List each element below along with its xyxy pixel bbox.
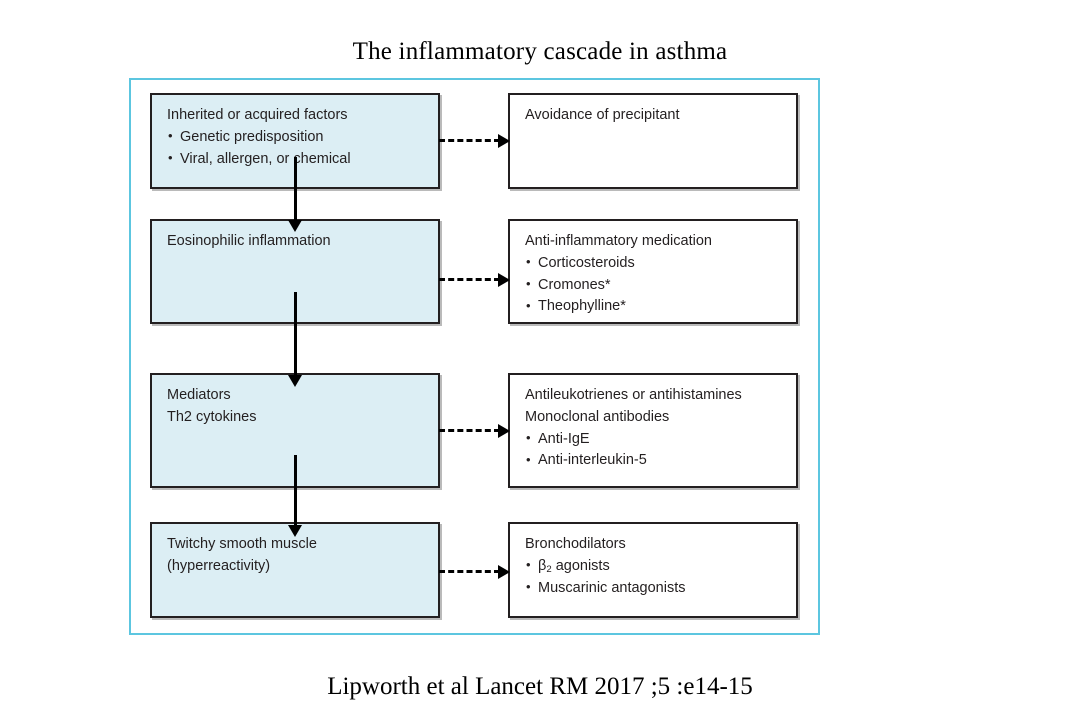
cascade-box-2-heading: Eosinophilic inflammation [167,233,331,249]
treatment-box-bronchodilators[interactable]: Bronchodilators β2 agonists Muscarinic a… [508,522,798,618]
treatment-link-arrow-4 [439,565,510,579]
treatment-box-4-list: β2 agonists Muscarinic antagonists [525,555,783,600]
arrow-shaft [294,157,297,221]
beta-agonists-text: agonists [551,557,610,574]
dashed-shaft [439,139,500,142]
arrow-head-icon [498,565,510,579]
treatment-box-3-list: Anti-IgE Anti-interleukin-5 [525,428,783,473]
treatment-box-1-heading: Avoidance of precipitant [525,107,680,123]
arrow-head-icon [498,134,510,148]
source-citation: Lipworth et al Lancet RM 2017 ;5 :e14-15 [327,673,753,700]
cascade-box-1-heading: Inherited or acquired factors [167,107,348,123]
list-item: Anti-IgE [525,428,783,451]
figure-frame: Inherited or acquired factors Genetic pr… [129,78,820,635]
beta-subscript: 2 [546,564,552,576]
cascade-box-1-list: Genetic predisposition Viral, allergen, … [167,126,425,171]
list-item-beta-agonists: β2 agonists [525,555,783,578]
treatment-link-arrow-1 [439,134,510,148]
list-item: Cromones* [525,274,783,297]
treatment-link-arrow-3 [439,424,510,438]
treatment-box-3-subheading: Monoclonal antibodies [525,408,670,425]
treatment-box-2-list: Corticosteroids Cromones* Theophylline* [525,252,783,318]
cascade-box-4-heading: Twitchy smooth muscle [167,536,317,552]
dashed-shaft [439,570,500,573]
arrow-shaft [294,455,297,526]
treatment-box-anti-inflammatory[interactable]: Anti-inflammatory medication Corticoster… [508,219,798,324]
treatment-box-2-heading: Anti-inflammatory medication [525,233,712,249]
dashed-shaft [439,429,500,432]
flow-arrow-down-1 [286,157,306,232]
list-item: Genetic predisposition [167,126,425,149]
arrow-head-icon [498,273,510,287]
treatment-box-4-heading: Bronchodilators [525,536,626,552]
arrow-head-icon [288,220,302,232]
list-item: Viral, allergen, or chemical [167,148,425,171]
flow-arrow-down-3 [286,455,306,537]
treatment-box-3-heading: Antileukotrienes or antihistamines [525,387,742,403]
cascade-box-3-subheading: Th2 cytokines [167,408,257,425]
arrow-shaft [294,292,297,376]
treatment-link-arrow-2 [439,273,510,287]
treatment-box-avoidance[interactable]: Avoidance of precipitant [508,93,798,189]
dashed-shaft [439,278,500,281]
cascade-box-4-subheading: (hyperreactivity) [167,557,271,574]
arrow-head-icon [288,525,302,537]
list-item: Anti-interleukin-5 [525,450,783,472]
cascade-box-3-heading: Mediators [167,387,231,403]
flow-arrow-down-2 [286,292,306,387]
cascade-box-twitchy-smooth-muscle[interactable]: Twitchy smooth muscle (hyperreactivity) [150,522,440,618]
list-item: Theophylline* [525,296,783,318]
arrow-head-icon [498,424,510,438]
page-title: The inflammatory cascade in asthma [352,38,728,65]
beta-symbol: β [538,557,547,574]
treatment-box-antileukotrienes[interactable]: Antileukotrienes or antihistamines Monoc… [508,373,798,488]
list-item: Muscarinic antagonists [525,577,783,600]
list-item: Corticosteroids [525,252,783,275]
arrow-head-icon [288,375,302,387]
